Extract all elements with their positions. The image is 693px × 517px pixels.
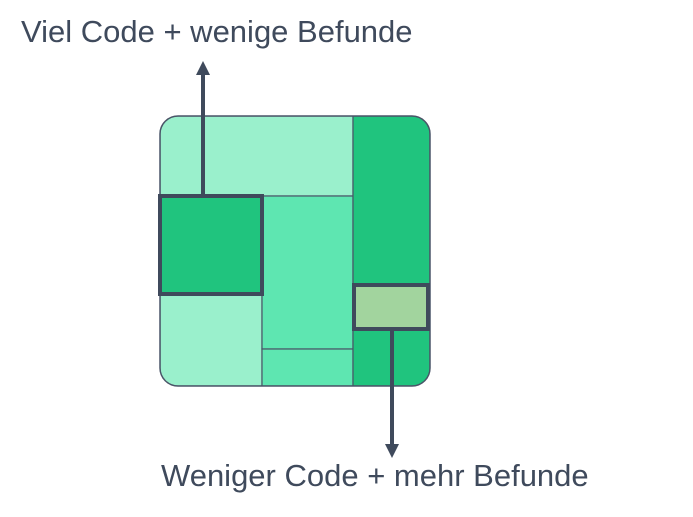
arrow-up-head [196,61,210,75]
treemap-cell-highlight-small [354,285,428,329]
highlight-outline-dark-cell [158,194,264,296]
treemap-cells [160,116,430,386]
treemap-cell-top-left [160,116,354,197]
treemap-cell-bottom-left [160,293,263,386]
annotation-top-label: Viel Code + wenige Befunde [21,14,413,49]
treemap-cell-bottom-middle [261,348,354,386]
treemap-cell-middle [261,195,354,350]
arrow-down-head [385,444,399,458]
treemap-cell-highlight-dark [160,196,262,294]
annotation-bottom-label: Weniger Code + mehr Befunde [161,458,589,493]
